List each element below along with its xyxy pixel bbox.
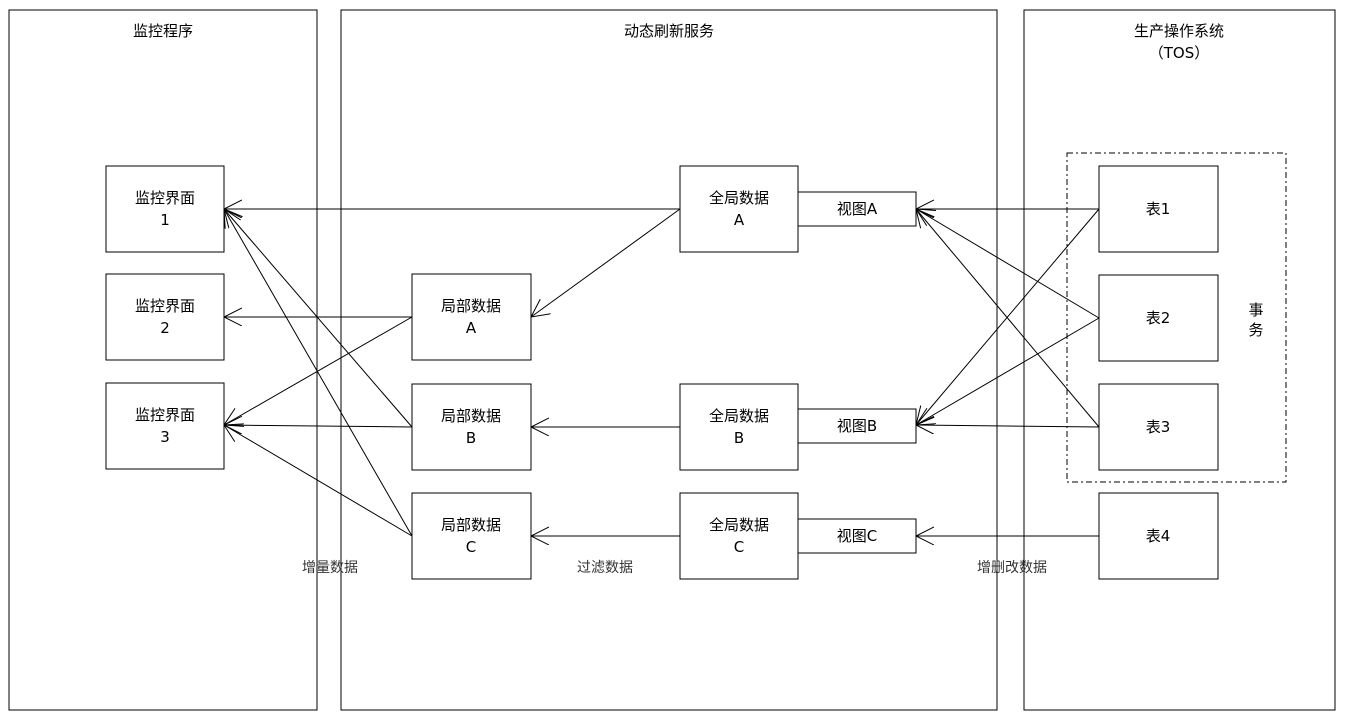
global-data-c-line1: 全局数据 [709, 516, 769, 534]
edge-gA-lA [531, 208, 681, 317]
monitor-ui-2-line2: 2 [160, 319, 170, 337]
monitor-ui-2: 监控界面 2 [105, 273, 225, 361]
edge-lC-ui1 [224, 209, 413, 537]
global-data-c: 全局数据 C [679, 492, 799, 580]
global-data-b-line1: 全局数据 [709, 407, 769, 425]
global-data-a-line2: A [734, 211, 745, 229]
local-data-a-line1: 局部数据 [441, 297, 501, 315]
local-data-c: 局部数据 C [411, 492, 532, 580]
edge-t3-viewB [916, 425, 1100, 427]
global-data-b-line2: B [734, 429, 744, 447]
edge-lB-ui1 [224, 209, 413, 428]
view-a: 视图A [797, 191, 917, 227]
view-b: 视图B [797, 408, 917, 444]
local-data-a: 局部数据 A [411, 273, 532, 361]
label-incremental-data: 增量数据 [302, 560, 358, 576]
lane-tos-title: 生产操作系统 [1134, 22, 1224, 40]
label-crud-data: 增删改数据 [977, 560, 1047, 576]
view-b-label: 视图B [837, 417, 877, 435]
view-c-label: 视图C [837, 527, 877, 545]
lane-tos-subtitle: （TOS） [1149, 44, 1210, 62]
monitor-ui-2-line1: 监控界面 [135, 297, 195, 315]
transaction-label-2: 务 [1248, 321, 1263, 339]
table-3-label: 表3 [1146, 418, 1171, 436]
local-data-b: 局部数据 B [411, 383, 532, 471]
table-1: 表1 [1098, 165, 1219, 253]
lane-refresh-title: 动态刷新服务 [624, 22, 714, 40]
edge-lB-ui3 [224, 425, 413, 427]
table-2-label: 表2 [1146, 309, 1171, 327]
edge-t1-viewB [916, 208, 1100, 425]
lane-monitor-title: 监控程序 [133, 22, 193, 40]
edge-t3-viewA [916, 209, 1100, 428]
local-data-a-line2: A [466, 319, 477, 337]
global-data-c-line2: C [734, 538, 744, 556]
table-2: 表2 [1098, 274, 1219, 362]
lane-refresh-service: 动态刷新服务 [340, 9, 998, 711]
global-data-b: 全局数据 B [679, 383, 799, 471]
global-data-a-line1: 全局数据 [709, 189, 769, 207]
monitor-ui-3-line1: 监控界面 [135, 406, 195, 424]
transaction-region: 事 务 [1066, 152, 1287, 483]
connectors [224, 208, 1100, 537]
global-data-a: 全局数据 A [679, 165, 799, 253]
monitor-ui-1: 监控界面 1 [105, 165, 225, 253]
table-3: 表3 [1098, 383, 1219, 471]
table-4-label: 表4 [1146, 527, 1171, 545]
view-c: 视图C [797, 518, 917, 554]
monitor-ui-3-line2: 3 [160, 428, 170, 446]
local-data-b-line2: B [466, 429, 476, 447]
monitor-ui-1-line2: 1 [160, 211, 170, 229]
transaction-label-1: 事 [1248, 301, 1263, 319]
lane-tos: 生产操作系统 （TOS） [1023, 9, 1336, 711]
local-data-c-line2: C [466, 538, 476, 556]
lane-monitor: 监控程序 [8, 9, 318, 711]
monitor-ui-3: 监控界面 3 [105, 382, 225, 470]
table-1-label: 表1 [1146, 200, 1171, 218]
local-data-c-line1: 局部数据 [441, 516, 501, 534]
local-data-b-line1: 局部数据 [441, 407, 501, 425]
edge-lA-ui3 [224, 316, 413, 425]
edge-t2-viewA [916, 209, 1100, 319]
edge-t2-viewB [916, 317, 1100, 425]
edge-lC-ui3 [224, 425, 413, 537]
table-4: 表4 [1098, 492, 1219, 580]
label-filter-data: 过滤数据 [577, 560, 633, 576]
monitor-ui-1-line1: 监控界面 [135, 189, 195, 207]
view-a-label: 视图A [837, 200, 878, 218]
